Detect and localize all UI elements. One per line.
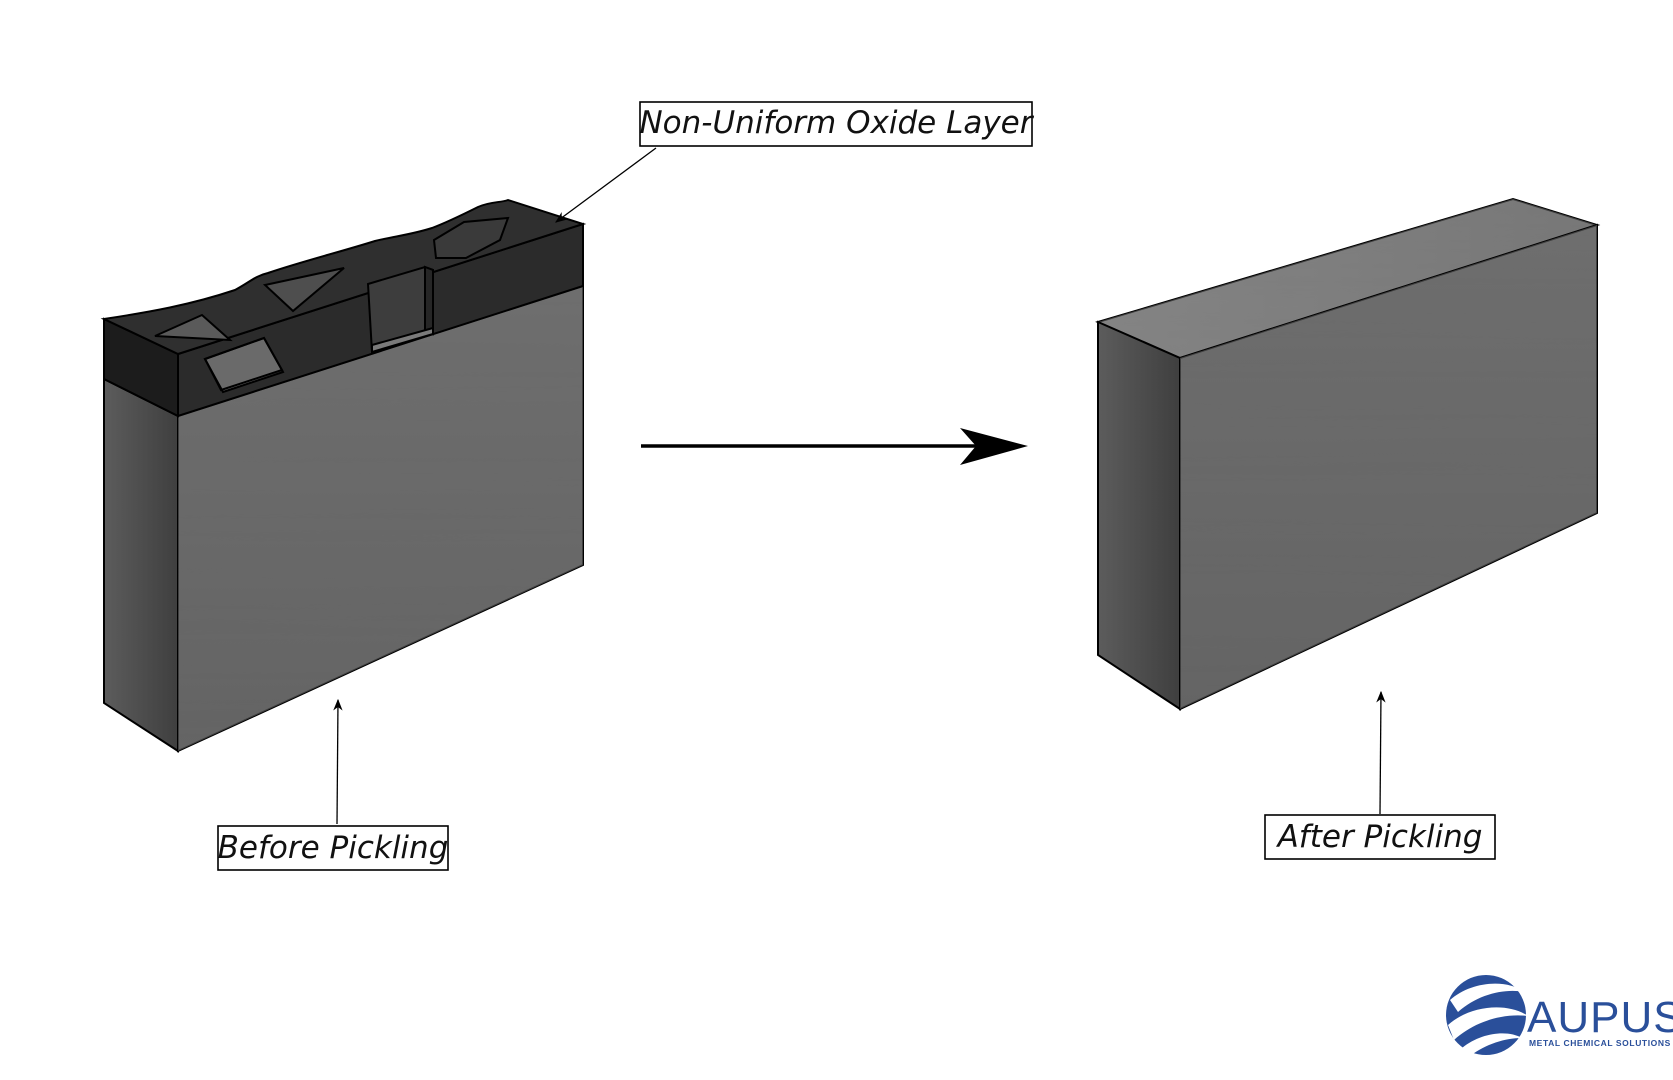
oxide-label-box <box>639 101 1033 147</box>
after-side-face <box>1097 320 1181 711</box>
before-label-box <box>217 825 449 871</box>
aupus-logo: AUPUS METAL CHEMICAL SOLUTIONS <box>1446 975 1673 1056</box>
after-block <box>1095 197 1601 711</box>
oxide-pits <box>154 216 510 394</box>
callout-before: Before Pickling <box>217 698 449 871</box>
after-label-box <box>1264 814 1496 860</box>
logo-tagline: METAL CHEMICAL SOLUTIONS <box>1529 1038 1671 1048</box>
oxide-label: Non-Uniform Oxide Layer <box>639 105 1034 141</box>
after-label: After Pickling <box>1276 819 1483 855</box>
aupus-swirl-icon <box>1446 975 1528 1056</box>
before-label: Before Pickling <box>218 830 449 866</box>
before-block <box>100 198 587 753</box>
before-side-face <box>103 377 179 753</box>
logo-name: AUPUS <box>1527 993 1673 1042</box>
callout-after: After Pickling <box>1264 690 1496 860</box>
process-arrow <box>641 428 1028 465</box>
callout-oxide: Non-Uniform Oxide Layer <box>555 101 1035 223</box>
